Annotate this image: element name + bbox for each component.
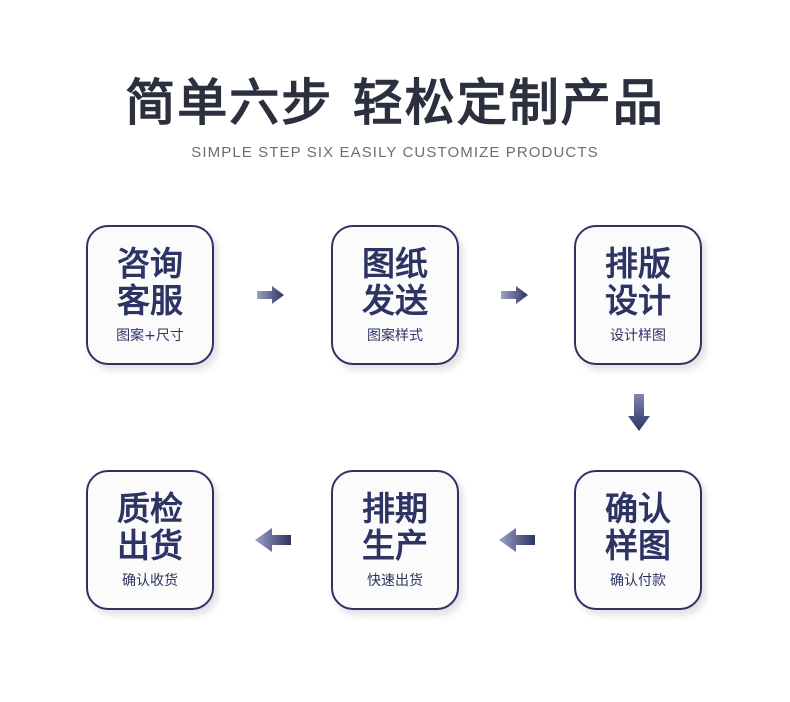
step-caption-6: 确认收货 [122,573,178,589]
step-title-1: 咨询 客服 [117,245,183,319]
step-title-6: 质检 出货 [117,490,183,564]
arrow-left-icon [496,524,538,556]
arrow-right-icon [499,283,531,307]
step-title-2-line1: 图纸 [362,244,428,283]
step-title-4: 确认 样图 [605,490,671,564]
step-title-1-line1: 咨询 [117,244,183,283]
flow-row-bottom: 质检 出货 确认收货 排期 生产 快速出货 确认 样图 确认付款 [0,465,790,615]
step-box-1[interactable]: 咨询 客服 图案+尺寸 [86,225,214,365]
page-title: 简单六步 轻松定制产品 [125,74,665,132]
page-subtitle: SIMPLE STEP SIX EASILY CUSTOMIZE PRODUCT… [191,144,599,161]
step-caption-3: 设计样图 [610,328,666,344]
arrow-left-icon [252,524,294,556]
arrow-down-icon [625,392,653,434]
step-title-2-line2: 发送 [362,281,428,320]
step-box-5[interactable]: 排期 生产 快速出货 [331,470,459,610]
step-title-5: 排期 生产 [362,490,428,564]
step-title-6-line1: 质检 [117,489,183,528]
step-caption-4: 确认付款 [610,573,666,589]
process-flow: 咨询 客服 图案+尺寸 图纸 发送 图案样式 排版 设计 设计样图 [0,220,790,615]
step-title-1-line2: 客服 [117,281,183,320]
flow-row-top: 咨询 客服 图案+尺寸 图纸 发送 图案样式 排版 设计 设计样图 [0,220,790,370]
step-box-3[interactable]: 排版 设计 设计样图 [574,225,702,365]
step-title-3-line1: 排版 [605,244,671,283]
step-caption-1: 图案+尺寸 [116,328,184,344]
step-title-4-line1: 确认 [605,489,671,528]
step-title-3: 排版 设计 [605,245,671,319]
step-box-4[interactable]: 确认 样图 确认付款 [574,470,702,610]
step-box-2[interactable]: 图纸 发送 图案样式 [331,225,459,365]
page-header: 简单六步 轻松定制产品 SIMPLE STEP SIX EASILY CUSTO… [0,72,790,162]
step-title-2: 图纸 发送 [362,245,428,319]
step-title-5-line2: 生产 [362,526,428,565]
step-title-4-line2: 样图 [605,526,671,565]
step-caption-2: 图案样式 [367,328,423,344]
arrow-right-icon [255,283,287,307]
step-box-6[interactable]: 质检 出货 确认收货 [86,470,214,610]
step-caption-5: 快速出货 [367,573,423,589]
step-title-5-line1: 排期 [362,489,428,528]
step-title-3-line2: 设计 [605,281,671,320]
step-title-6-line2: 出货 [117,526,183,565]
